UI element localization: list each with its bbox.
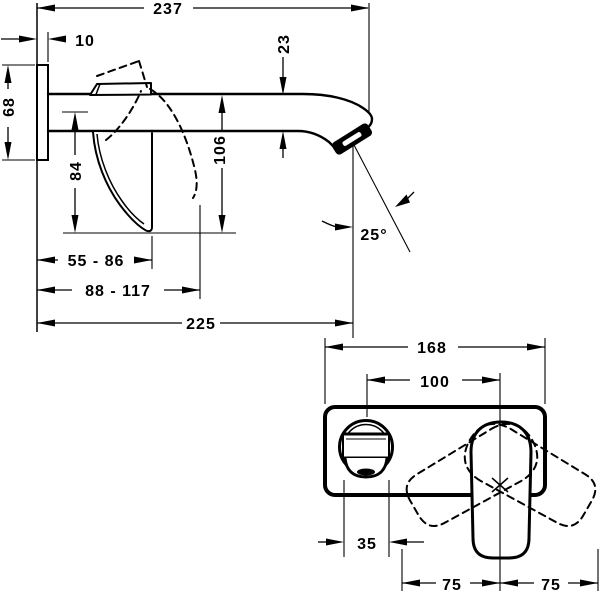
handle-lever-top-side bbox=[89, 82, 152, 96]
dim-centers-distance: 100 bbox=[366, 374, 500, 417]
arrowhead-right bbox=[527, 343, 545, 351]
dim-spout-section-height: 23 bbox=[276, 34, 293, 158]
spout-stub-front bbox=[342, 433, 390, 459]
dim-handle-swing: 75 75 bbox=[401, 549, 599, 593]
lever-blade-outline bbox=[92, 131, 153, 233]
spout-top-outline bbox=[46, 92, 374, 130]
arrowhead-right bbox=[326, 538, 344, 546]
dim-spout-reach-label: 225 bbox=[186, 316, 216, 333]
spray-direction-line bbox=[353, 144, 411, 253]
handle-lever-side bbox=[92, 131, 153, 233]
dim-plate-width-label: 168 bbox=[417, 340, 447, 357]
handle-swing-dashed-right bbox=[405, 422, 539, 527]
dim-overall-depth-label: 237 bbox=[153, 1, 183, 18]
dim-spout-tip-drop: 106 bbox=[212, 95, 229, 233]
dim-centers-distance-label: 100 bbox=[420, 374, 450, 391]
arrowhead-slant bbox=[395, 194, 410, 207]
arrowhead-right bbox=[335, 319, 353, 327]
arrowhead-right bbox=[335, 223, 353, 231]
dim-lever-drop-label: 84 bbox=[68, 161, 85, 181]
escutcheon-plate-side bbox=[36, 64, 49, 161]
arrowhead-right-outer bbox=[580, 579, 598, 587]
handle-lever-front bbox=[469, 420, 533, 560]
arrowhead-right bbox=[351, 4, 369, 12]
arrowhead-center-right bbox=[482, 579, 500, 587]
arrowhead-left bbox=[37, 319, 55, 327]
dim-lever-drop: 84 bbox=[68, 112, 85, 233]
dim-spout-hole-width: 35 bbox=[318, 480, 424, 557]
arrowhead-left bbox=[367, 376, 385, 384]
arrowhead-left-outer bbox=[402, 579, 420, 587]
front-view-drawing: 168 100 35 bbox=[318, 338, 599, 593]
arrowhead-center-left bbox=[500, 579, 518, 587]
arrowhead-up bbox=[279, 131, 287, 149]
dim-spout-hole-width-label: 35 bbox=[357, 536, 377, 553]
dim-lever-top-range-label: 88 - 117 bbox=[85, 283, 151, 300]
lever-cap-outline bbox=[89, 82, 152, 96]
dim-plate-width: 168 bbox=[324, 338, 546, 404]
arrowhead-left bbox=[37, 256, 55, 264]
dashed-lever-top-edge bbox=[96, 60, 140, 77]
arrowhead-right bbox=[182, 286, 200, 294]
spout-bottom-outline bbox=[46, 129, 336, 149]
arrowhead-left bbox=[37, 4, 55, 12]
aerator-slot bbox=[342, 132, 362, 146]
arrowhead-up bbox=[4, 65, 12, 83]
dim-swing-right-label: 75 bbox=[541, 577, 561, 593]
handle-lever-dashed-position bbox=[96, 60, 198, 199]
arrowhead-left bbox=[19, 35, 37, 43]
dashed-lever-front-edge bbox=[138, 60, 148, 88]
arrowhead-up bbox=[218, 95, 226, 113]
arrowhead-down bbox=[4, 142, 12, 160]
dim-lever-top-range: 88 - 117 bbox=[37, 205, 201, 300]
arrowhead-left bbox=[37, 286, 55, 294]
lever-cap-detail-line bbox=[95, 83, 101, 95]
arrowhead-down bbox=[218, 215, 226, 233]
arrowhead-up bbox=[71, 112, 79, 130]
dim-spray-angle: 25° bbox=[321, 144, 415, 253]
aerator-cup-front bbox=[343, 457, 389, 479]
dim-spout-reach: 225 bbox=[37, 146, 354, 338]
dashed-lever-grip-curve bbox=[149, 88, 198, 199]
dim-plate-height: 68 bbox=[1, 65, 18, 160]
dim-spray-angle-label: 25° bbox=[360, 227, 387, 244]
arrowhead-left bbox=[389, 538, 407, 546]
dim-plate-thickness: 10 bbox=[1, 32, 95, 62]
arrowhead-down bbox=[71, 215, 79, 233]
arrowhead-down bbox=[279, 77, 287, 95]
arrowhead-left bbox=[325, 343, 343, 351]
angle-leader-left bbox=[321, 220, 338, 228]
dim-lever-reach-range: 55 - 86 bbox=[37, 236, 153, 270]
dim-lever-reach-range-label: 55 - 86 bbox=[68, 253, 125, 270]
angle-leader-right bbox=[406, 191, 415, 200]
arrowhead-right bbox=[482, 376, 500, 384]
dashed-lever-inner-curve bbox=[105, 90, 142, 141]
dim-spout-section-height-label: 23 bbox=[276, 34, 293, 54]
dim-spout-tip-drop-label: 106 bbox=[212, 135, 229, 165]
dim-overall-depth: 237 bbox=[37, 1, 370, 112]
dim-plate-height-label: 68 bbox=[1, 97, 18, 117]
dim-plate-thickness-label: 10 bbox=[75, 33, 95, 50]
aerator bbox=[331, 123, 373, 155]
side-view-drawing: 237 10 68 84 bbox=[1, 1, 415, 338]
arrowhead-right bbox=[134, 256, 152, 264]
lever-blade-inner-line bbox=[96, 133, 145, 225]
handle-swing-dashed-left bbox=[463, 422, 597, 527]
aerator-opening-front bbox=[357, 468, 375, 476]
spout-connection bbox=[338, 419, 394, 479]
dim-swing-left-label: 75 bbox=[442, 577, 462, 593]
arrowhead-right bbox=[48, 35, 66, 43]
